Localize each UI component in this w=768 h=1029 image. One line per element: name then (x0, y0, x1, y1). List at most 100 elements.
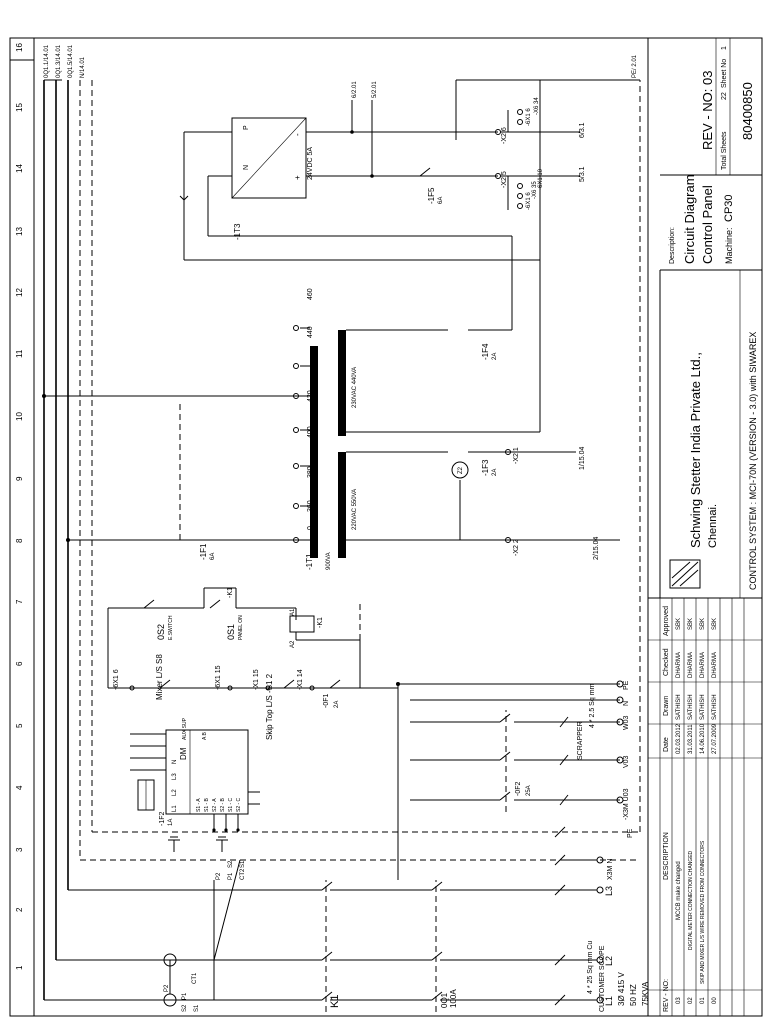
scrapper-label: SCRAPPER (577, 721, 584, 760)
ctl-x1-15: -6X1 15 (215, 665, 222, 690)
grid-num: 7 (15, 599, 24, 604)
sheet-no-label: Sheet No (721, 59, 728, 88)
rev-cell: SBK (676, 618, 682, 630)
rev-cell: 27.07.2009 (712, 723, 718, 754)
rev-header: Drawn (663, 696, 670, 716)
rev-cell: DHARMA (712, 652, 718, 678)
rev-cell: SBK (712, 618, 718, 630)
rev-header: DESCRIPTION (663, 832, 670, 880)
incomer (300, 80, 641, 1012)
contactor-tag: K1 (329, 995, 341, 1008)
rev-header: REV - NO: (663, 979, 670, 1012)
bus-label-n: N/14.01 (80, 56, 86, 78)
tx-f4: -1F4 (481, 343, 490, 360)
current-transformers (163, 859, 241, 1007)
psu-p: P (243, 125, 250, 130)
ctl-k1-aux: -K1 (227, 587, 234, 598)
tx-tap: 460 (307, 288, 314, 300)
company-name: Schwing Stetter India Private Ltd., (688, 352, 703, 548)
supply-pe: PE (627, 828, 634, 838)
tx-tap: 440 (307, 326, 314, 338)
grid-num: 9 (15, 476, 24, 481)
tx-x2-1: -X2 1 (513, 447, 520, 464)
desc-line-1: Circuit Diagram (682, 174, 697, 264)
meter-top-l1: L1 (172, 805, 178, 812)
rev-header: Approved (663, 606, 670, 636)
mccb-rating: 100A (449, 989, 458, 1008)
grid-num: 1 (15, 965, 24, 970)
scrapper-tag: -0F2 (515, 782, 522, 797)
ct-s2-1: S2 (182, 1004, 188, 1012)
meter-input: S1 - C (228, 797, 234, 812)
supply-kva: 75KVA (641, 981, 650, 1006)
supply-cable-size: 4 * 25 Sq mm Cu (587, 941, 594, 994)
grid-num: 15 (15, 103, 24, 112)
grid-numbers: 1 2 3 4 5 6 7 8 9 10 11 12 13 14 15 16 (15, 43, 24, 970)
rev-cell: DHARMA (676, 652, 682, 678)
grid-num: 14 (15, 164, 24, 173)
bus-pe: PE/ 2.01 (632, 54, 638, 78)
grid-num: 16 (15, 43, 24, 52)
bus-label-l2: 0Q1.3/14.01 (56, 44, 62, 78)
scrapper-out: -X3M U03 (623, 788, 630, 820)
bus-label-l1: 0Q1.1/14.01 (44, 44, 50, 78)
psu-n: N (243, 165, 250, 170)
psu-rating: 24VDC 5A (307, 147, 314, 180)
meter-fuse-rating: 1A (168, 819, 174, 826)
company-logo (669, 559, 701, 589)
sheet-no-value: 1 (721, 46, 728, 50)
meter-top-n: N (172, 760, 178, 764)
rev-number: REV - NO: 03 (700, 71, 715, 150)
title-block (647, 38, 762, 1016)
rev-cell: 01 (700, 997, 706, 1004)
psu-minus: - (293, 133, 302, 136)
ct-p2-1: P2 (164, 984, 170, 992)
grid-num: 5 (15, 723, 24, 728)
tx-f3: -1F3 (481, 459, 490, 476)
mccb-tag: 0Q1 (440, 992, 449, 1008)
digital-meter (130, 729, 260, 832)
sheet-border (9, 37, 763, 1017)
rev-cell: DHARMA (688, 652, 694, 678)
ctl-os2: 0S2 (156, 624, 166, 640)
bus-label-l3: 0Q1.5/14.01 (68, 44, 74, 78)
scrapper-out: W03 (623, 716, 630, 731)
machine-label: Machine: (724, 227, 734, 264)
ctl-os2-sub: E.SWITCH (168, 615, 174, 640)
system-name: CONTROL SYSTEM : MCI-70N (VERSION - 3.0)… (748, 332, 758, 590)
psu-tb-a: -6X1 6 (526, 192, 532, 210)
scrapper-cable: 4 * 2.5 Sq mm (589, 683, 596, 728)
rev-cell: SBK (688, 618, 694, 630)
ct-p1-2: P1 (228, 872, 234, 880)
total-sheets-value: 22 (721, 92, 728, 100)
psu-f5-rating: 6A (438, 197, 444, 204)
bus-v1: 6/2.01 (352, 81, 358, 98)
supply-l1: L1 (604, 996, 614, 1006)
ctl-x-14: -X1 14 (297, 669, 304, 690)
ctl-s8: Mixer L/S S8 (155, 654, 164, 700)
supply-scope: CUSTOMER SCOPE (599, 945, 606, 1012)
tx-x2-2: -X2 2 (513, 539, 520, 556)
rev-cell: 02 (688, 997, 694, 1004)
company-city: Chennai. (707, 504, 719, 548)
meter-top-l3: L3 (172, 773, 178, 780)
ctl-k1-coil: -K1 (317, 617, 324, 628)
psu-x2-5: -X2 5 (501, 171, 508, 188)
tx-out-1: 1/15.04 (579, 447, 586, 470)
rev-cell: SATHISH (688, 694, 694, 720)
supply-phase: 3Ø 415 V (617, 972, 626, 1006)
ctl-qf1-rating: 2A (334, 701, 340, 708)
meter-input: S1 - B (204, 797, 210, 812)
rev-cell: SATHISH (676, 694, 682, 720)
rev-cell: DIGITAL METER CONNECTION CHANGED (688, 850, 694, 950)
rev-header: Date (663, 737, 670, 752)
tx-tap: 400 (307, 426, 314, 438)
supply-freq: 50 HZ (629, 984, 638, 1006)
grid-num: 12 (15, 288, 24, 297)
psu-1t3 (179, 100, 580, 261)
scrapper-out: V03 (623, 755, 630, 768)
rev-cell: 02.03.2012 (676, 723, 682, 754)
psu-tb-a: -X6 35 (532, 181, 538, 199)
transformer-1t1 (293, 79, 640, 558)
total-sheets-label: Total Sheets (721, 131, 728, 170)
